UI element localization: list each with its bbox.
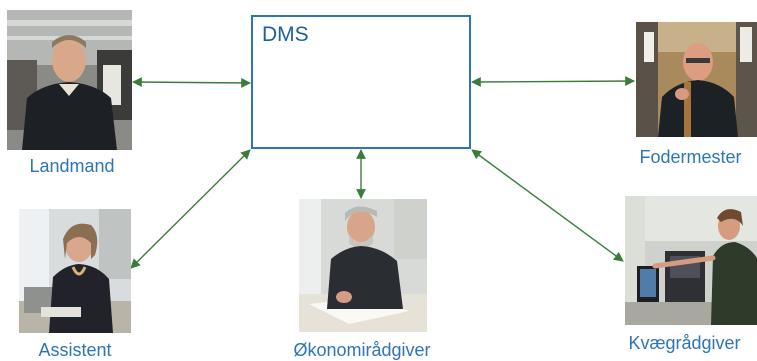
role-label-fodermester: Fodermester [639, 147, 742, 167]
cattle-advisor-photo [625, 196, 757, 325]
role-label-kvaegradgiver: Kvægrådgiver [628, 333, 741, 353]
role-label-landmand: Landmand [29, 156, 115, 176]
farmer-photo [7, 10, 132, 150]
role-label-okonomiradgiver: Økonomirådgiver [293, 340, 431, 360]
assistant-photo [19, 209, 131, 333]
arrow-dms-kvaegradgiver [471, 149, 624, 262]
arrow-landmand-dms [132, 77, 251, 88]
arrow-dms-fodermester [471, 76, 635, 87]
dms-box: DMS [251, 15, 471, 149]
feed-master-photo [636, 22, 757, 137]
arrow-dms-assistent [130, 149, 251, 269]
dms-label: DMS [262, 23, 309, 46]
role-label-assistent: Assistent [38, 340, 112, 360]
economic-advisor-photo [299, 199, 427, 332]
